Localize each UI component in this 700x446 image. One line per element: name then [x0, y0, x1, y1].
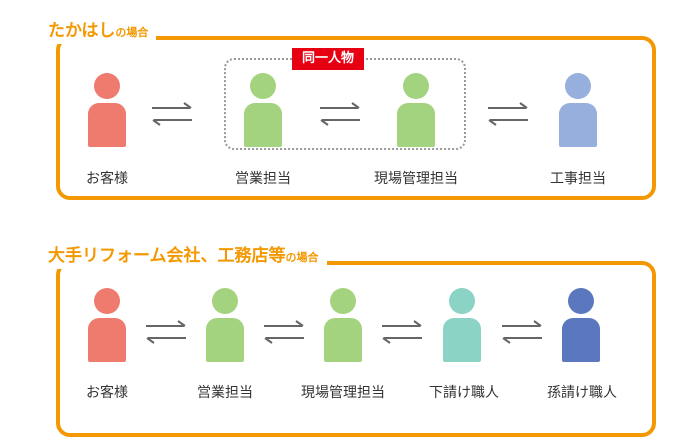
double-arrow-icon: [488, 102, 528, 126]
exchange-arrows: [262, 319, 306, 345]
panel-large-company-title-suffix: の場合: [285, 251, 319, 264]
arrow-right-icon: [146, 320, 186, 327]
label-customer: お客様: [86, 171, 128, 187]
person-head: [212, 288, 238, 314]
same-person-badge: 同一人物: [292, 48, 365, 70]
double-arrow-icon: [320, 102, 360, 126]
person-body: [206, 318, 244, 362]
double-arrow-icon: [152, 102, 192, 126]
person-head: [250, 73, 276, 99]
person-head: [94, 288, 120, 314]
arrow-left-icon: [152, 119, 192, 126]
label-sales: 営業担当: [235, 171, 291, 187]
person-body: [244, 103, 282, 147]
double-arrow-icon: [502, 320, 542, 344]
person-body: [88, 103, 126, 147]
arrow-right-icon: [320, 102, 360, 109]
panel-large-company-title-main: 大手リフォーム会社、工務店等: [48, 246, 286, 266]
panel-takahashi-title-main: たかはし: [48, 21, 116, 41]
person-head: [94, 73, 120, 99]
exchange-arrows: [144, 319, 188, 345]
panel-large-company: [56, 261, 656, 437]
person-body: [562, 318, 600, 362]
arrow-left-icon: [264, 337, 304, 344]
arrow-left-icon: [320, 119, 360, 126]
arrow-left-icon: [146, 337, 186, 344]
double-arrow-icon: [146, 320, 186, 344]
exchange-arrows: [486, 101, 530, 127]
arrow-left-icon: [488, 119, 528, 126]
panel-takahashi-title: たかはしの場合: [44, 20, 157, 44]
arrow-right-icon: [502, 320, 542, 327]
person-body: [397, 103, 435, 147]
person-body: [88, 318, 126, 362]
double-arrow-icon: [264, 320, 304, 344]
arrow-right-icon: [264, 320, 304, 327]
label-subcontractor: 下請け職人: [429, 385, 499, 401]
label-customer: お客様: [86, 385, 128, 401]
person-body: [324, 318, 362, 362]
label-sales: 営業担当: [197, 385, 253, 401]
panel-large-company-title: 大手リフォーム会社、工務店等の場合: [44, 245, 327, 269]
exchange-arrows: [380, 319, 424, 345]
person-head: [565, 73, 591, 99]
label-site-manager: 現場管理担当: [301, 385, 385, 401]
arrow-right-icon: [382, 320, 422, 327]
arrow-right-icon: [152, 102, 192, 109]
panel-takahashi-title-suffix: の場合: [115, 26, 149, 39]
exchange-arrows: [150, 101, 194, 127]
arrow-left-icon: [382, 337, 422, 344]
exchange-arrows: [318, 101, 362, 127]
person-body: [443, 318, 481, 362]
person-head: [568, 288, 594, 314]
person-head: [330, 288, 356, 314]
panel-takahashi: [56, 36, 656, 200]
label-sub-subcontractor: 孫請け職人: [547, 385, 617, 401]
exchange-arrows: [500, 319, 544, 345]
double-arrow-icon: [382, 320, 422, 344]
person-head: [403, 73, 429, 99]
label-site-manager: 現場管理担当: [374, 171, 458, 187]
arrow-left-icon: [502, 337, 542, 344]
person-body: [559, 103, 597, 147]
person-head: [449, 288, 475, 314]
arrow-right-icon: [488, 102, 528, 109]
label-construction: 工事担当: [550, 171, 606, 187]
